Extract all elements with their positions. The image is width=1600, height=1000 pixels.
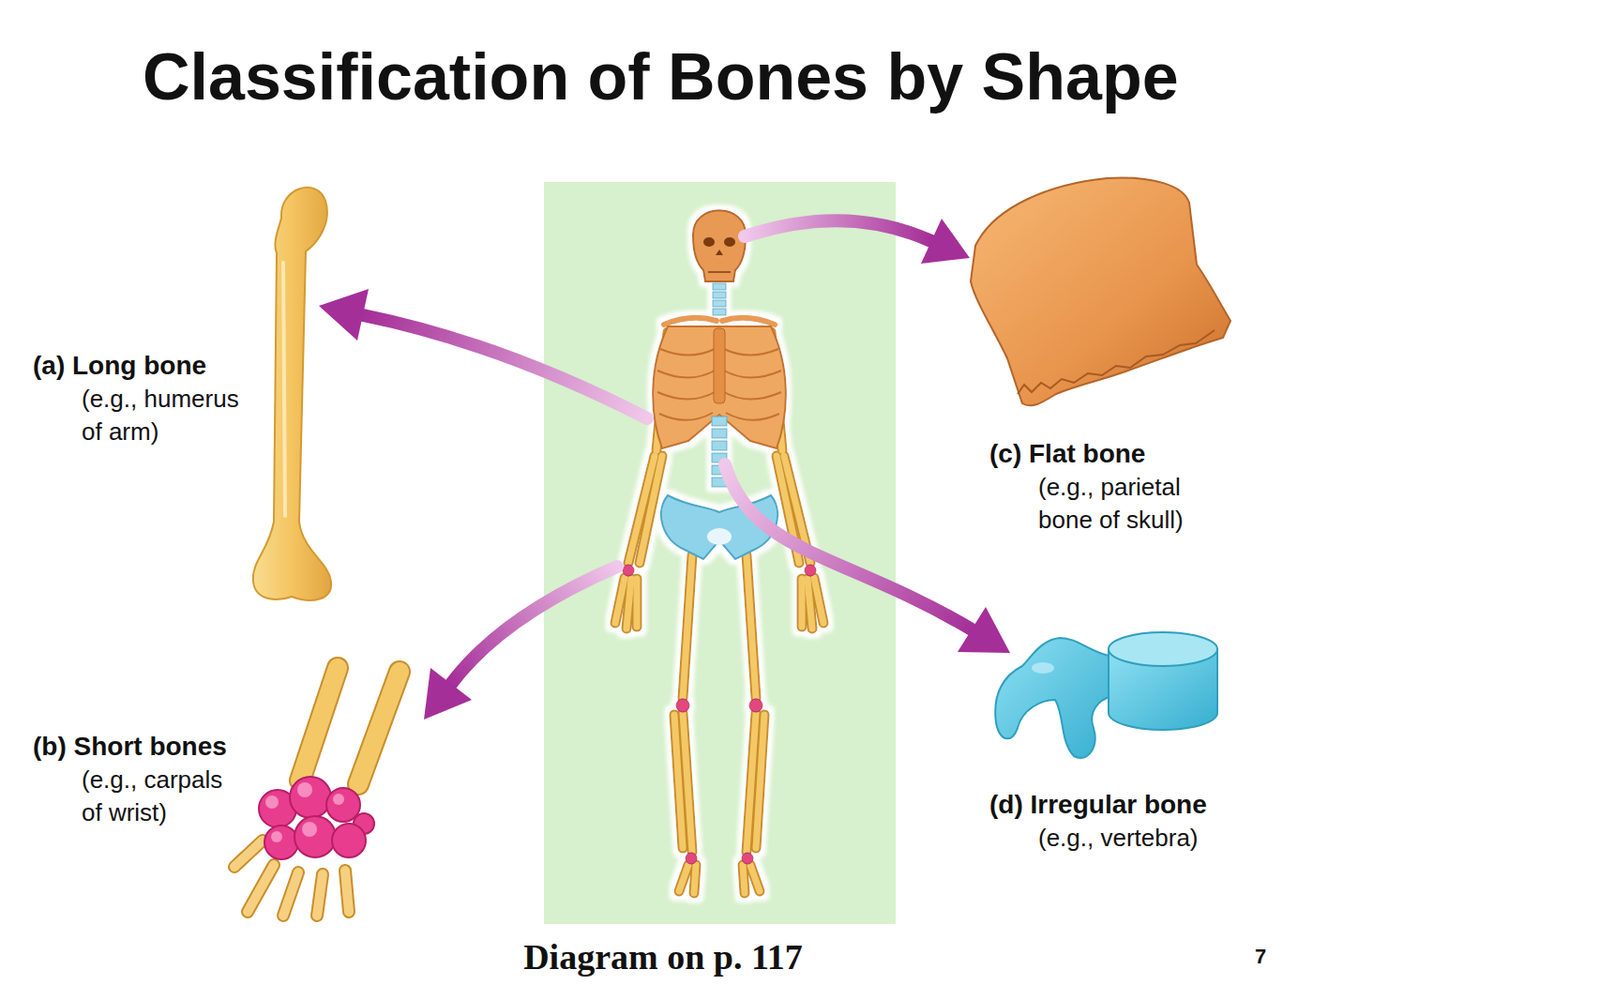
- short-bone-markers: [622, 564, 816, 864]
- arrow-shaft: [724, 464, 972, 630]
- arrow-head: [957, 606, 1011, 653]
- carpal-highlights: [265, 782, 345, 843]
- example-note: (e.g., parietal bone of skull): [1038, 470, 1231, 537]
- slide-number: 7: [1254, 943, 1267, 971]
- short-bones: [234, 667, 400, 916]
- ribcage: [652, 326, 786, 449]
- bone-highlight: [283, 262, 286, 516]
- arrow-head: [318, 288, 369, 341]
- arrow-shaft: [744, 220, 932, 242]
- irregular-bone: [995, 632, 1218, 758]
- bone-type-heading: (c) Flat bone: [989, 437, 1146, 471]
- arrow-shaft: [362, 315, 648, 419]
- humerus: [253, 187, 332, 601]
- sternum: [713, 328, 725, 404]
- nasal-cavity: [715, 249, 724, 256]
- pelvic-opening: [707, 528, 732, 545]
- bone-type-heading: (a) Long bone: [32, 348, 207, 383]
- skull: [693, 210, 746, 282]
- vertebral-body-top: [1108, 632, 1218, 666]
- arrow-head: [423, 667, 472, 720]
- forearm-bones: [300, 667, 400, 785]
- skeleton-panel: [543, 181, 896, 924]
- carpals: [258, 776, 375, 860]
- example-note: (e.g., vertebra): [1038, 821, 1199, 855]
- bone-type-heading: (b) Short bones: [32, 729, 227, 764]
- clavicle: [664, 317, 775, 325]
- slide-title: Classification of Bones by Shape: [142, 37, 1179, 117]
- parietal-bone: [970, 178, 1231, 407]
- example-note: (e.g., humerus of arm): [81, 382, 260, 449]
- arrow-head: [920, 218, 970, 264]
- flat-bone: [970, 178, 1231, 407]
- bone-type-heading: (d) Irregular bone: [989, 787, 1208, 822]
- vertebral-processes: [995, 637, 1113, 758]
- eye-socket: [724, 237, 736, 247]
- teeth: [708, 271, 731, 273]
- long-bone: [253, 187, 332, 601]
- skeleton: [615, 210, 824, 893]
- pointer-arrows: [318, 218, 1011, 720]
- eye-socket: [703, 237, 715, 247]
- bone-highlight: [1031, 662, 1055, 674]
- cervical-vertebrae: [712, 283, 726, 316]
- example-note: (e.g., carpals of wrist): [81, 763, 237, 830]
- page-reference-caption: Diagram on p. 117: [523, 935, 803, 980]
- forearm-outline: [300, 667, 400, 785]
- arrow-shaft: [451, 566, 618, 684]
- suture-edge: [1017, 330, 1215, 394]
